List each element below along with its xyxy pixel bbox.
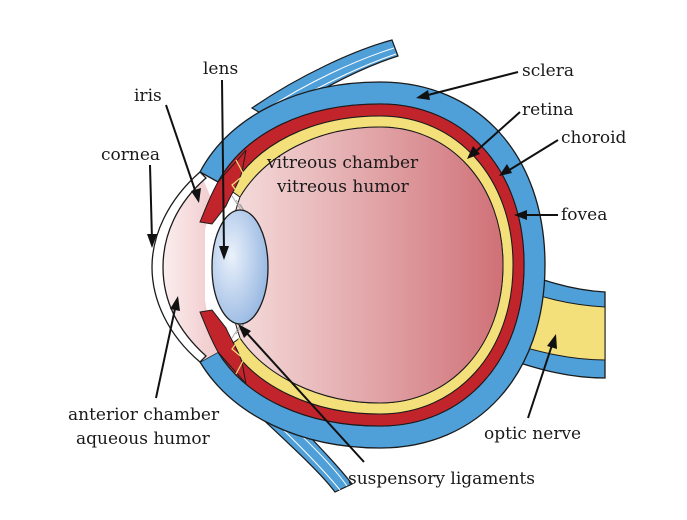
label-optic-nerve: optic nerve bbox=[484, 424, 581, 444]
label-vitreous-humor: vitreous humor bbox=[276, 177, 410, 197]
leader-lines bbox=[147, 71, 559, 463]
label-retina: retina bbox=[522, 100, 574, 120]
label-anterior-chamber: anterior chamber bbox=[68, 405, 220, 425]
label-cornea: cornea bbox=[101, 145, 160, 165]
cornea-shape bbox=[151, 171, 207, 363]
iris-lower bbox=[199, 309, 247, 385]
label-lens: lens bbox=[203, 59, 238, 79]
label-choroid: choroid bbox=[561, 128, 627, 148]
label-iris: iris bbox=[134, 86, 162, 106]
label-sclera: sclera bbox=[522, 61, 574, 81]
label-fovea: fovea bbox=[561, 205, 607, 225]
label-vitreous-chamber: vitreous chamber bbox=[266, 153, 419, 173]
label-aqueous-humor: aqueous humor bbox=[76, 429, 211, 449]
label-suspensory-ligaments: suspensory ligaments bbox=[348, 469, 535, 489]
lens-shape bbox=[211, 209, 269, 325]
